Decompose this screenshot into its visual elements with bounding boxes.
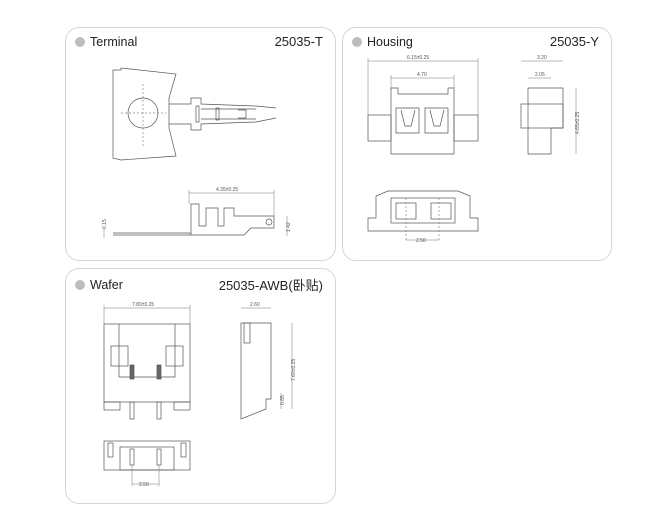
wafer-drawing: 7.80±0.25 2.60 7.60±0.25 0.85 2.50: [103, 302, 297, 488]
dim-length: 4.35±0.25: [216, 187, 238, 193]
terminal-drawing: 4.35±0.25 0.15 1.42: [102, 67, 292, 238]
housing-drawing: 6.15±0.25 4.70 3.20 2.05 4.65±0.25 2.50: [367, 55, 581, 244]
dim-pitch: 2.50: [139, 482, 149, 488]
dim-height: 4.65±0.25: [575, 112, 581, 134]
part-number: 25035-Y: [549, 34, 599, 49]
panel-title: Wafer: [90, 277, 123, 292]
dim-width: 7.80±0.25: [132, 302, 154, 308]
panel-title: Housing: [367, 34, 413, 49]
dim-depth: 2.60: [250, 302, 260, 308]
dim-height: 1.42: [286, 222, 292, 232]
wafer-panel: Wafer 25035-AWB(卧贴) 7.80±0.25 2.60 7.60±0…: [65, 268, 336, 504]
dim-width: 6.15±0.25: [407, 55, 429, 61]
dim-depth-inner: 2.05: [535, 72, 545, 78]
bullet-icon: [352, 36, 362, 47]
dim-thickness: 0.15: [102, 219, 108, 229]
part-number: 25035-T: [274, 34, 323, 49]
panel-title: Terminal: [90, 34, 138, 49]
bullet-icon: [75, 279, 85, 290]
housing-panel: Housing 25035-Y 6.15±0.25 4.70 3.20 2.05 …: [342, 27, 612, 261]
dim-pitch: 2.50: [416, 238, 426, 244]
dim-inner: 4.70: [417, 72, 427, 78]
dim-depth: 3.20: [537, 55, 547, 61]
bullet-icon: [75, 36, 85, 47]
part-number: 25035-AWB(卧贴): [218, 278, 323, 293]
dim-height: 7.60±0.25: [291, 359, 297, 381]
terminal-panel: Terminal 25035-T 4.35±0.25 0.15 1.42: [65, 27, 336, 261]
dim-foot: 0.85: [280, 395, 286, 405]
